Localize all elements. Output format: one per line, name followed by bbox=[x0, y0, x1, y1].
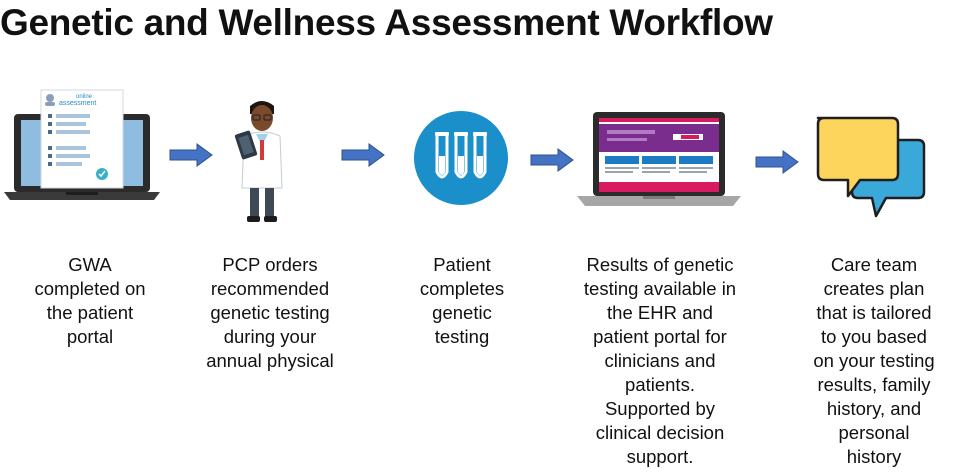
step-4-line-2: testing available in bbox=[583, 278, 737, 299]
page-title: Genetic and Wellness Assessment Workflow bbox=[0, 2, 773, 43]
step-5-line-7: history, and bbox=[826, 398, 922, 419]
step-2-line-4: during your bbox=[223, 326, 317, 347]
step-4-line-6: patients. bbox=[625, 374, 695, 395]
step-2-line-3: genetic testing bbox=[210, 302, 330, 323]
laptop-screen-line1: online bbox=[76, 94, 93, 100]
step-4-line-1: Results of genetic bbox=[586, 254, 734, 275]
step-5-line-2: creates plan bbox=[823, 278, 925, 299]
step-1-line-3: the patient bbox=[46, 302, 134, 323]
step-4-line-4: patient portal for bbox=[593, 326, 727, 347]
step-5-line-6: results, family bbox=[817, 374, 931, 395]
step-2-line-2: recommended bbox=[210, 278, 330, 299]
step-3-line-4: testing bbox=[434, 326, 490, 347]
step-4-line-3: the EHR and bbox=[607, 302, 713, 323]
step-3-line-2: completes bbox=[419, 278, 505, 299]
test-tubes-icon bbox=[414, 111, 508, 205]
step-1-line-2: completed on bbox=[34, 278, 146, 299]
step-2-caption: PCP orders recommended genetic testing d… bbox=[188, 253, 352, 373]
step-5-line-3: that is tailored bbox=[816, 302, 932, 323]
step-5-line-8: personal bbox=[838, 422, 910, 443]
step-5-line-5: on your testing bbox=[813, 350, 935, 371]
step-5-line-4: to you based bbox=[821, 326, 927, 347]
step-4-caption: Results of genetic testing available in … bbox=[565, 253, 755, 469]
step-4-line-7: Supported by bbox=[604, 398, 716, 419]
step-3-caption: Patient completes genetic testing bbox=[392, 253, 532, 349]
step-5-caption: Care team creates plan that is tailored … bbox=[789, 253, 959, 469]
step-2-line-5: annual physical bbox=[206, 350, 334, 371]
step-2-line-1: PCP orders bbox=[222, 254, 318, 275]
laptop-assessment-icon: online assessment bbox=[4, 89, 160, 200]
laptop-screen-line2: assessment bbox=[59, 100, 96, 107]
step-5-line-1: Care team bbox=[830, 254, 918, 275]
chat-bubbles-icon bbox=[816, 116, 926, 218]
flow-arrow-1 bbox=[169, 143, 213, 167]
step-1-line-4: portal bbox=[66, 326, 114, 347]
doctor-icon bbox=[234, 101, 283, 222]
step-1-line-1: GWA bbox=[68, 254, 112, 275]
step-1-caption: GWA completed on the patient portal bbox=[0, 253, 180, 349]
step-3-line-3: genetic bbox=[432, 302, 492, 323]
laptop-portal-icon bbox=[577, 112, 741, 206]
flow-arrow-2 bbox=[341, 143, 385, 167]
flow-arrow-4 bbox=[755, 150, 799, 174]
step-4-line-5: clinicians and bbox=[604, 350, 716, 371]
step-5-line-9: history bbox=[846, 446, 902, 467]
step-4-line-8: clinical decision bbox=[595, 422, 725, 443]
step-3-line-1: Patient bbox=[433, 254, 491, 275]
step-4-line-9: support. bbox=[626, 446, 694, 467]
flow-arrow-3 bbox=[530, 148, 574, 172]
